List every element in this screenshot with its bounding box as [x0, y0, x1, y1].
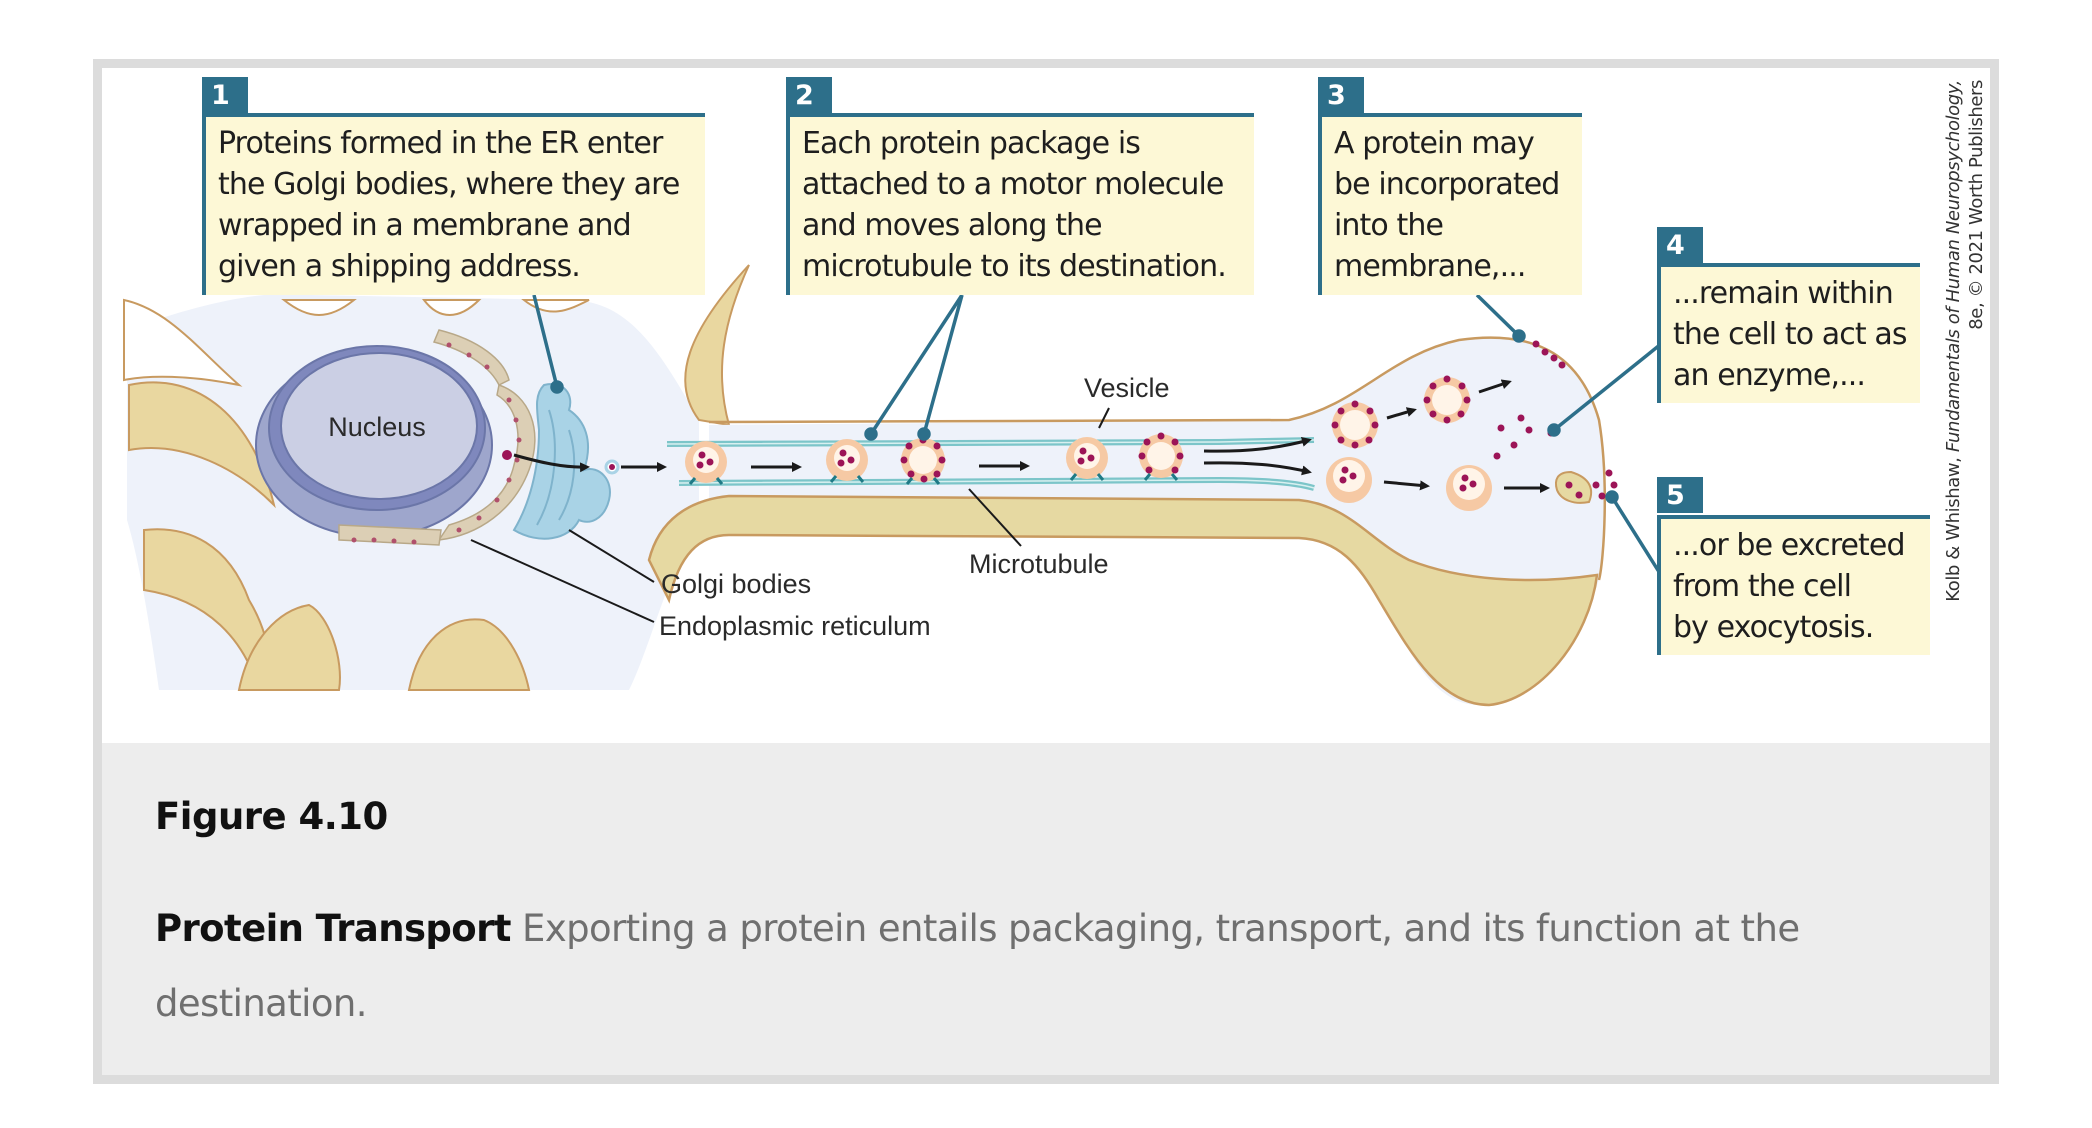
callout-text: Each protein package is attached to a mo…: [786, 113, 1254, 295]
protein-transport-diagram: Nucleus: [123, 264, 1668, 707]
callout-number: 5: [1657, 477, 1703, 513]
callout-text: ...or be excreted from the cell by exocy…: [1657, 515, 1930, 655]
credit-authors: Kolb & Whishaw,: [1943, 452, 1964, 602]
callout-leaders: [532, 293, 1668, 584]
transport-arrow: [1383, 480, 1430, 491]
figure-frame: Nucleus: [93, 59, 1999, 1084]
dendrite: [237, 603, 341, 691]
dendrite: [407, 618, 531, 691]
callout-text: Proteins formed in the ER enter the Golg…: [202, 113, 705, 295]
callout-number: 1: [202, 77, 248, 113]
microtubule-label: Microtubule: [969, 549, 1109, 579]
vesicles: [685, 432, 1184, 485]
vesicle: [1066, 437, 1108, 481]
caption-title: Protein Transport: [155, 907, 511, 950]
er-to-golgi-arrow: [513, 453, 590, 473]
transport-arrow: [1386, 407, 1417, 420]
credit-edition: 8e, © 2021 Worth Publishers: [1966, 80, 1987, 330]
callout-text: ...remain within the cell to act as an e…: [1657, 263, 1920, 403]
figure-number: Figure 4.10: [155, 795, 388, 838]
transport-arrow: [1203, 436, 1312, 453]
nucleus-label: Nucleus: [328, 412, 426, 442]
endoplasmic-reticulum: [338, 329, 536, 546]
callout-text: A protein may be incorporated into the m…: [1318, 113, 1582, 295]
label-leaders: [470, 407, 1110, 623]
callout-number: 4: [1657, 227, 1703, 263]
golgi-label: Golgi bodies: [661, 569, 811, 599]
vesicle: [1138, 432, 1184, 481]
vesicle-label: Vesicle: [1084, 373, 1170, 403]
dendrite: [128, 381, 276, 509]
figure-credit: Kolb & Whishaw, Fundamentals of Human Ne…: [1942, 80, 1990, 692]
caption-text: Exporting a protein entails packaging, t…: [155, 907, 1800, 1025]
callout-number: 3: [1318, 77, 1364, 113]
caption-body: Protein Transport Exporting a protein en…: [155, 891, 1945, 1041]
figure-illustration: Nucleus: [102, 68, 1990, 743]
vesicle: [826, 439, 868, 483]
er-label: Endoplasmic reticulum: [659, 611, 931, 641]
callout-number: 2: [786, 77, 832, 113]
credit-book: Fundamentals of Human Neuropsychology,: [1943, 80, 1964, 453]
vesicle: [685, 441, 727, 485]
figure-caption: Figure 4.10 Protein Transport Exporting …: [102, 743, 1990, 1075]
transport-arrow: [1203, 461, 1312, 476]
terminal-vesicles: [1326, 340, 1618, 511]
vesicle: [900, 436, 946, 485]
nucleus: Nucleus: [255, 345, 493, 538]
transport-arrow: [1478, 379, 1512, 394]
